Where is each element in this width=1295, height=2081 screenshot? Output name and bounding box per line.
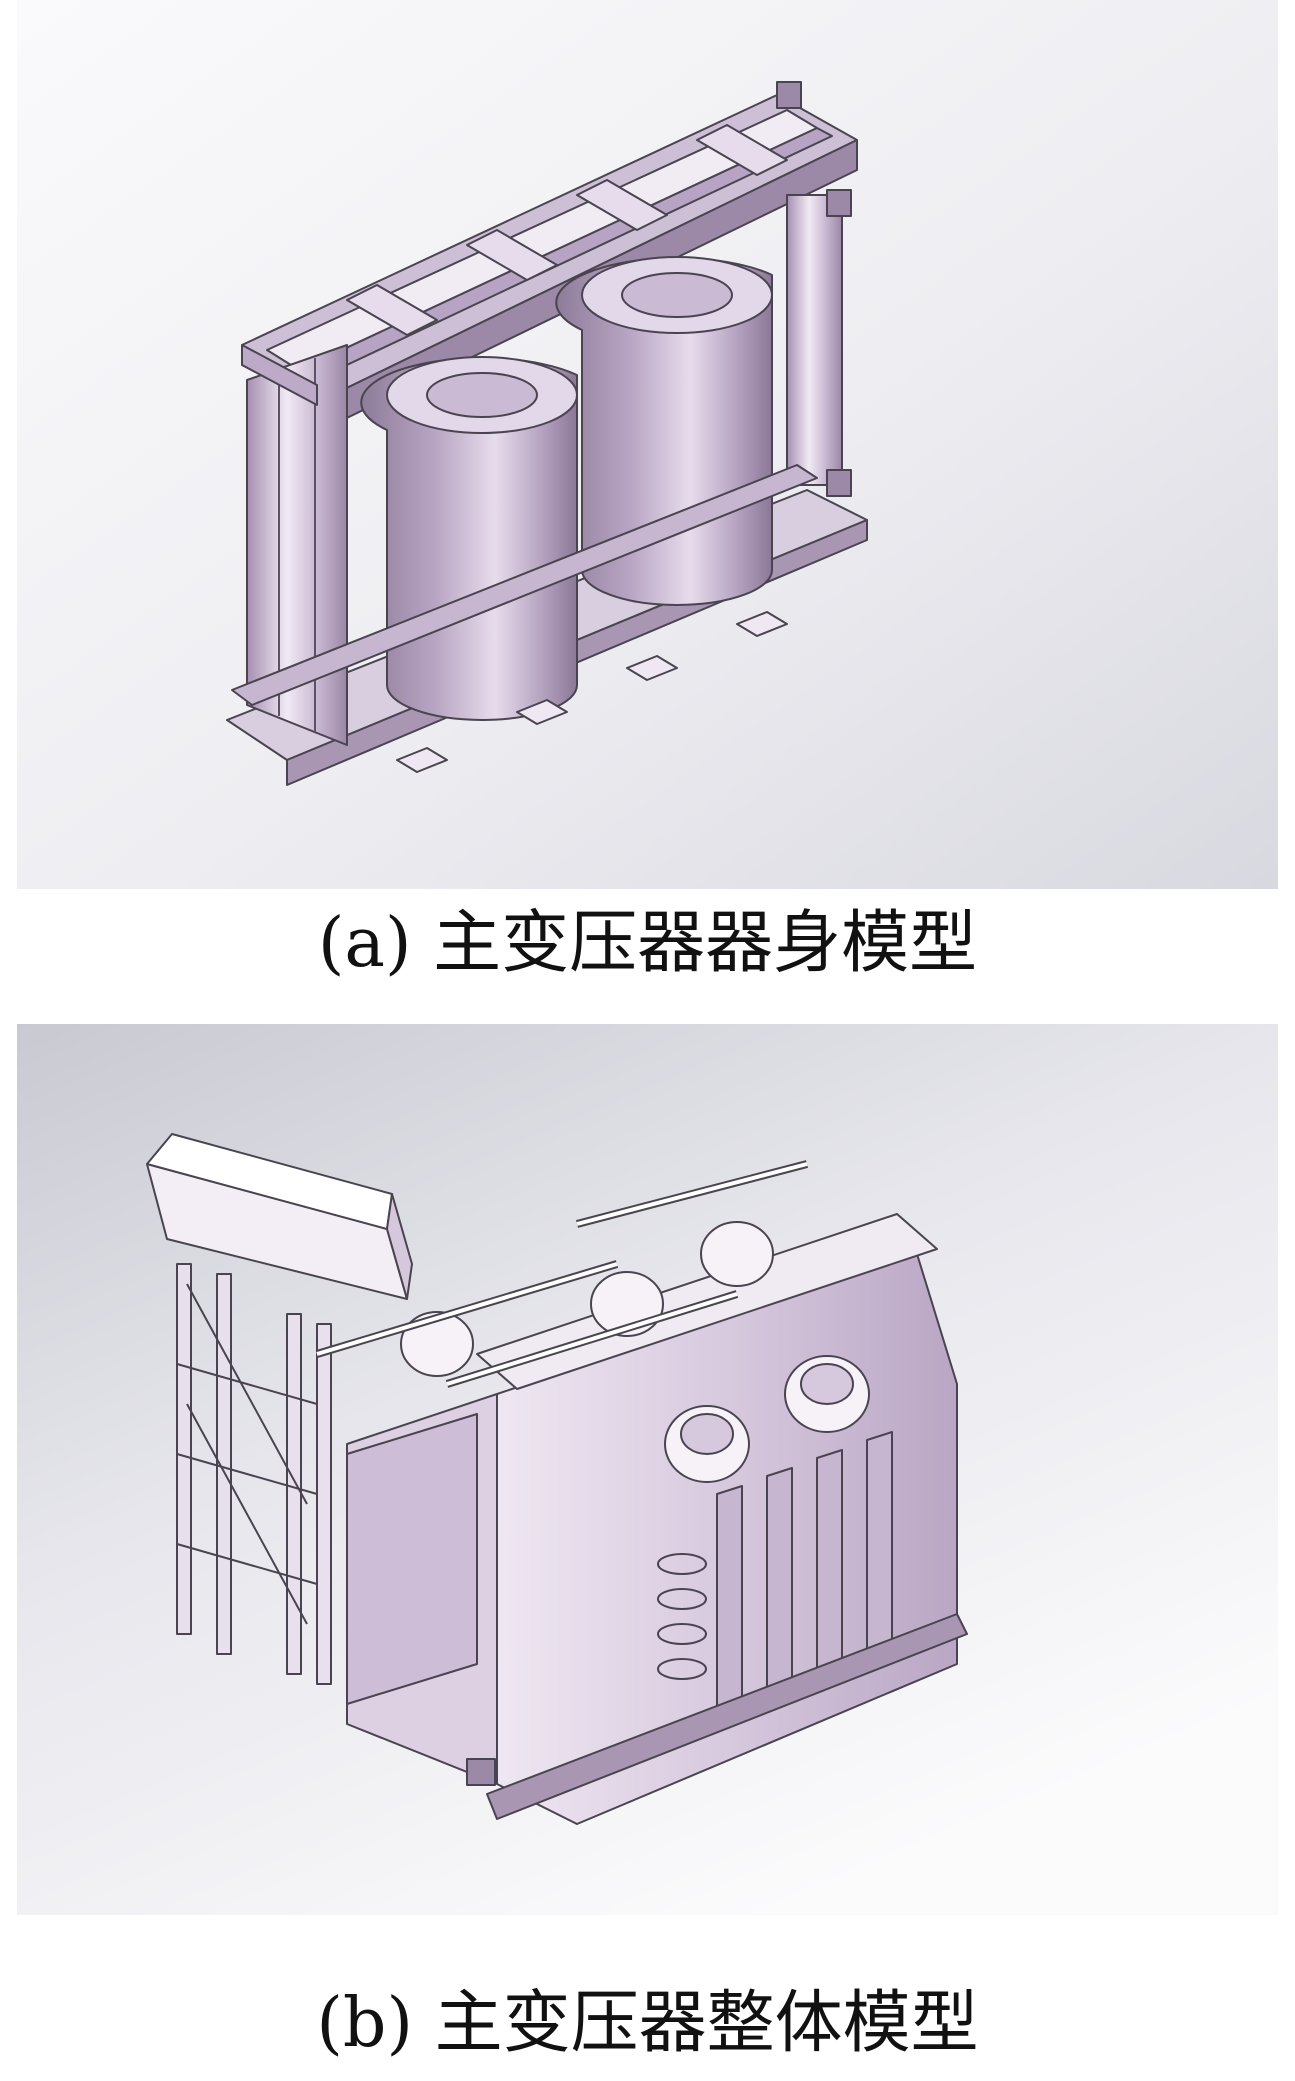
radiator-panel	[346, 1413, 478, 1705]
conservator-tank	[146, 1133, 413, 1300]
transformer-overall-model-drawing	[17, 1024, 1278, 1915]
bushings	[400, 1221, 870, 1483]
panel-b-caption: (b) 主变压器整体模型	[316, 1984, 979, 2063]
support-structure	[176, 1263, 332, 1685]
panel-a-caption: (a) 主变压器器身模型	[317, 904, 978, 983]
transformer-core-assembly	[226, 81, 868, 786]
transformer-body-model-panel	[17, 0, 1278, 889]
base-skid	[486, 1613, 968, 1820]
transformer-overall-model-panel	[17, 1024, 1278, 1915]
transformer-body-model-drawing	[17, 0, 1278, 889]
cooling-fins	[716, 1431, 893, 1725]
front-clamp-rail	[241, 344, 318, 406]
drain-valve	[466, 1758, 496, 1786]
top-straps	[346, 124, 788, 336]
left-core-leg	[246, 344, 348, 746]
lower-clamp-frame	[231, 464, 818, 706]
spiral-pipe	[657, 1553, 707, 1680]
winding-cylinder-left	[360, 356, 578, 721]
base-feet	[396, 611, 788, 773]
rear-core-leg	[786, 194, 843, 486]
